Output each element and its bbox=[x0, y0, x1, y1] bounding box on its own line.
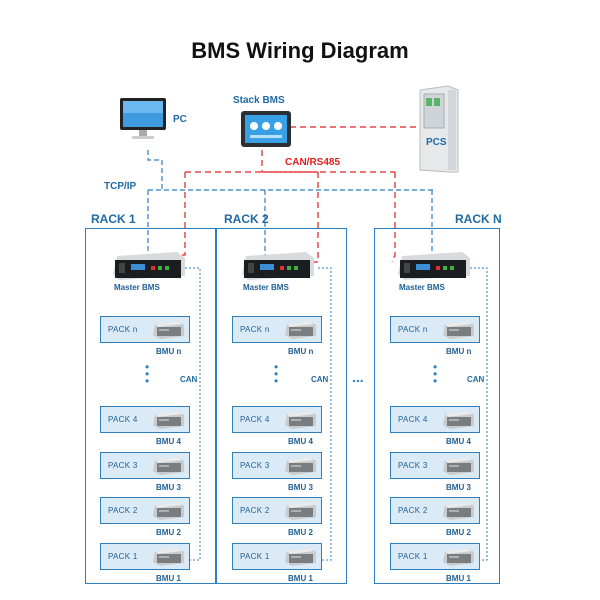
battery-module-icon bbox=[151, 410, 185, 430]
pack-label: PACK 2 bbox=[240, 506, 270, 515]
pack-label: PACK 1 bbox=[108, 552, 138, 561]
battery-pack: PACK n bbox=[390, 316, 480, 343]
rack-frame bbox=[216, 228, 347, 584]
bmu-label: BMU 4 bbox=[446, 437, 471, 446]
battery-module-icon bbox=[151, 456, 185, 476]
pack-label: PACK 4 bbox=[108, 415, 138, 424]
bmu-label: BMU 2 bbox=[446, 528, 471, 537]
battery-pack: PACK 3 bbox=[232, 452, 322, 479]
pcs-label: PCS bbox=[426, 137, 447, 148]
battery-pack: PACK 3 bbox=[100, 452, 190, 479]
pack-label: PACK 3 bbox=[398, 461, 428, 470]
stack-bms-label: Stack BMS bbox=[233, 95, 285, 106]
tcp-ip-label: TCP/IP bbox=[104, 181, 137, 192]
battery-module-icon bbox=[283, 547, 317, 567]
more-packs-ellipsis: ••• bbox=[145, 360, 150, 388]
battery-pack: PACK 1 bbox=[232, 543, 322, 570]
pack-label: PACK 1 bbox=[398, 552, 428, 561]
battery-module-icon bbox=[283, 501, 317, 521]
rack-title: RACK 1 bbox=[91, 212, 136, 226]
pack-label: PACK 1 bbox=[240, 552, 270, 561]
battery-pack: PACK 2 bbox=[100, 497, 190, 524]
battery-pack: PACK 2 bbox=[390, 497, 480, 524]
pack-label: PACK 2 bbox=[398, 506, 428, 515]
battery-module-icon bbox=[441, 320, 475, 340]
pc-monitor-icon bbox=[118, 96, 170, 142]
bmu-label: BMU 4 bbox=[288, 437, 313, 446]
battery-pack: PACK 4 bbox=[232, 406, 322, 433]
can-bus-lines bbox=[185, 267, 488, 561]
pc-label: PC bbox=[173, 114, 187, 125]
battery-pack: PACK 1 bbox=[390, 543, 480, 570]
bmu-label: BMU 3 bbox=[446, 483, 471, 492]
bmu-label: BMU 2 bbox=[288, 528, 313, 537]
battery-module-icon bbox=[441, 410, 475, 430]
bmu-label: BMU 4 bbox=[156, 437, 181, 446]
bmu-label: BMU 1 bbox=[446, 574, 471, 583]
battery-pack: PACK n bbox=[232, 316, 322, 343]
battery-module-icon bbox=[283, 410, 317, 430]
rack-title: RACK N bbox=[455, 212, 502, 226]
rack-title: RACK 2 bbox=[224, 212, 269, 226]
battery-pack: PACK 4 bbox=[100, 406, 190, 433]
stack-bms-device-icon bbox=[240, 110, 292, 148]
master-bms-device-icon bbox=[396, 252, 472, 280]
can-bus-label: CAN bbox=[467, 375, 485, 384]
battery-pack: PACK 2 bbox=[232, 497, 322, 524]
pack-label: PACK 3 bbox=[240, 461, 270, 470]
can-rs485-label: CAN/RS485 bbox=[285, 157, 341, 168]
battery-pack: PACK 4 bbox=[390, 406, 480, 433]
tcp-ip-lines bbox=[147, 150, 435, 255]
can-bus-label: CAN bbox=[311, 375, 329, 384]
master-bms-label: Master BMS bbox=[399, 283, 445, 292]
pcs-cabinet-icon bbox=[418, 84, 460, 174]
master-bms-device-icon bbox=[111, 252, 187, 280]
bmu-label: BMU 2 bbox=[156, 528, 181, 537]
master-bms-label: Master BMS bbox=[243, 283, 289, 292]
battery-module-icon bbox=[151, 501, 185, 521]
pack-label: PACK 2 bbox=[108, 506, 138, 515]
can-bus-label: CAN bbox=[180, 375, 198, 384]
battery-pack: PACK n bbox=[100, 316, 190, 343]
battery-module-icon bbox=[441, 547, 475, 567]
pack-label: PACK n bbox=[398, 325, 428, 334]
battery-module-icon bbox=[151, 547, 185, 567]
bmu-label: BMU n bbox=[288, 347, 314, 356]
more-packs-ellipsis: ••• bbox=[433, 360, 438, 388]
battery-module-icon bbox=[283, 320, 317, 340]
bmu-label: BMU 1 bbox=[156, 574, 181, 583]
pack-label: PACK 4 bbox=[240, 415, 270, 424]
battery-pack: PACK 1 bbox=[100, 543, 190, 570]
can-rs485-lines bbox=[175, 126, 420, 263]
pack-label: PACK n bbox=[240, 325, 270, 334]
pack-label: PACK n bbox=[108, 325, 138, 334]
bmu-label: BMU 3 bbox=[288, 483, 313, 492]
pack-label: PACK 4 bbox=[398, 415, 428, 424]
master-bms-device-icon bbox=[240, 252, 316, 280]
battery-module-icon bbox=[441, 456, 475, 476]
more-racks-ellipsis: ... bbox=[352, 369, 364, 385]
diagram-title: BMS Wiring Diagram bbox=[191, 38, 409, 63]
more-packs-ellipsis: ••• bbox=[274, 360, 279, 388]
battery-module-icon bbox=[441, 501, 475, 521]
rack-frame bbox=[374, 228, 500, 584]
bmu-label: BMU n bbox=[446, 347, 472, 356]
bmu-label: BMU n bbox=[156, 347, 182, 356]
battery-module-icon bbox=[151, 320, 185, 340]
battery-pack: PACK 3 bbox=[390, 452, 480, 479]
pack-label: PACK 3 bbox=[108, 461, 138, 470]
bmu-label: BMU 3 bbox=[156, 483, 181, 492]
bmu-label: BMU 1 bbox=[288, 574, 313, 583]
master-bms-label: Master BMS bbox=[114, 283, 160, 292]
rack-frame bbox=[85, 228, 216, 584]
battery-module-icon bbox=[283, 456, 317, 476]
